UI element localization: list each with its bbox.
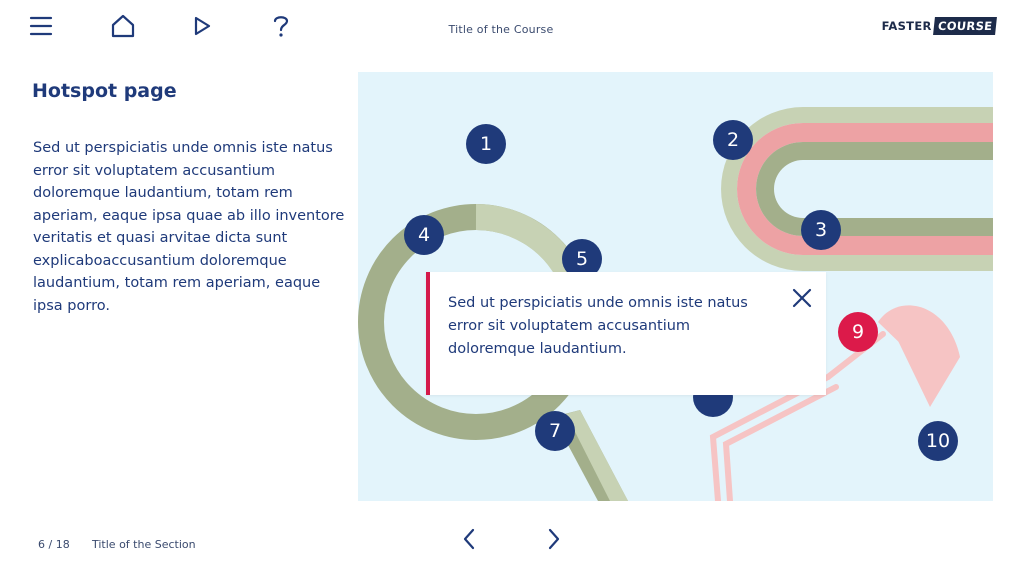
chevron-right-icon — [548, 528, 560, 550]
home-icon[interactable] — [109, 12, 137, 40]
hotspot-9[interactable]: 9 — [838, 312, 878, 352]
help-icon[interactable] — [267, 12, 295, 40]
top-bar: Title of the Course FASTER COURSE — [0, 0, 1024, 56]
hotspot-stage: 1 2 3 4 5 7 9 10 — [358, 72, 993, 501]
hotspot-10[interactable]: 10 — [918, 421, 958, 461]
popup-text: Sed ut perspiciatis unde omnis iste natu… — [448, 295, 748, 357]
hotspot-4[interactable]: 4 — [404, 215, 444, 255]
hotspot-3[interactable]: 3 — [801, 210, 841, 250]
page-title: Hotspot page — [32, 80, 177, 102]
logo-part-course: COURSE — [932, 17, 997, 35]
chevron-left-icon — [463, 528, 475, 550]
prev-page-button[interactable] — [456, 526, 482, 552]
horseshoe-illustration — [721, 107, 993, 271]
hotspot-1[interactable]: 1 — [466, 124, 506, 164]
hotspot-7[interactable]: 7 — [535, 411, 575, 451]
body-text: Sed ut perspiciatis unde omnis iste natu… — [33, 140, 345, 314]
next-page-button[interactable] — [541, 526, 567, 552]
play-icon[interactable] — [188, 12, 216, 40]
brand-logo[interactable]: FASTER COURSE — [881, 17, 997, 35]
course-title: Title of the Course — [448, 23, 554, 36]
hotspot-popup: Sed ut perspiciatis unde omnis iste natu… — [426, 272, 826, 395]
close-icon[interactable] — [790, 286, 814, 310]
menu-icon[interactable] — [27, 12, 55, 40]
page-indicator: 6 / 18 — [38, 538, 70, 551]
hotspot-2[interactable]: 2 — [713, 120, 753, 160]
section-title: Title of the Section — [92, 538, 196, 551]
logo-part-faster: FASTER — [881, 19, 932, 33]
